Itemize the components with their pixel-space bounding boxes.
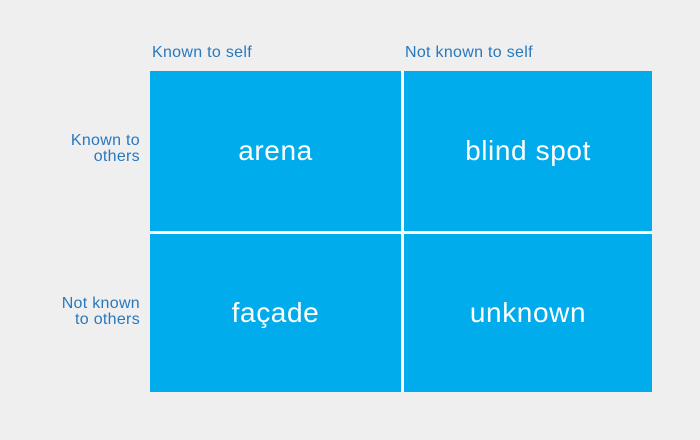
- quadrant-blind-spot-label: blind spot: [465, 135, 591, 166]
- quadrant-facade-label: façade: [231, 297, 320, 328]
- column-header-known-to-self: Known to self: [152, 44, 252, 61]
- quadrant-unknown-label: unknown: [469, 297, 587, 328]
- quadrant-arena-label: arena: [238, 135, 313, 166]
- row-header-not-known-to-others: Not known to others: [61, 295, 140, 328]
- quadrant-arena: arena: [150, 71, 401, 231]
- quadrant-facade: façade: [150, 234, 401, 392]
- row-header-known-to-others: Known to others: [70, 132, 140, 165]
- quadrant-grid: arena blind spot façade unknown: [150, 71, 652, 392]
- column-header-not-known-to-self: Not known to self: [405, 44, 533, 61]
- quadrant-unknown: unknown: [404, 234, 652, 392]
- quadrant-blind-spot: blind spot: [404, 71, 652, 231]
